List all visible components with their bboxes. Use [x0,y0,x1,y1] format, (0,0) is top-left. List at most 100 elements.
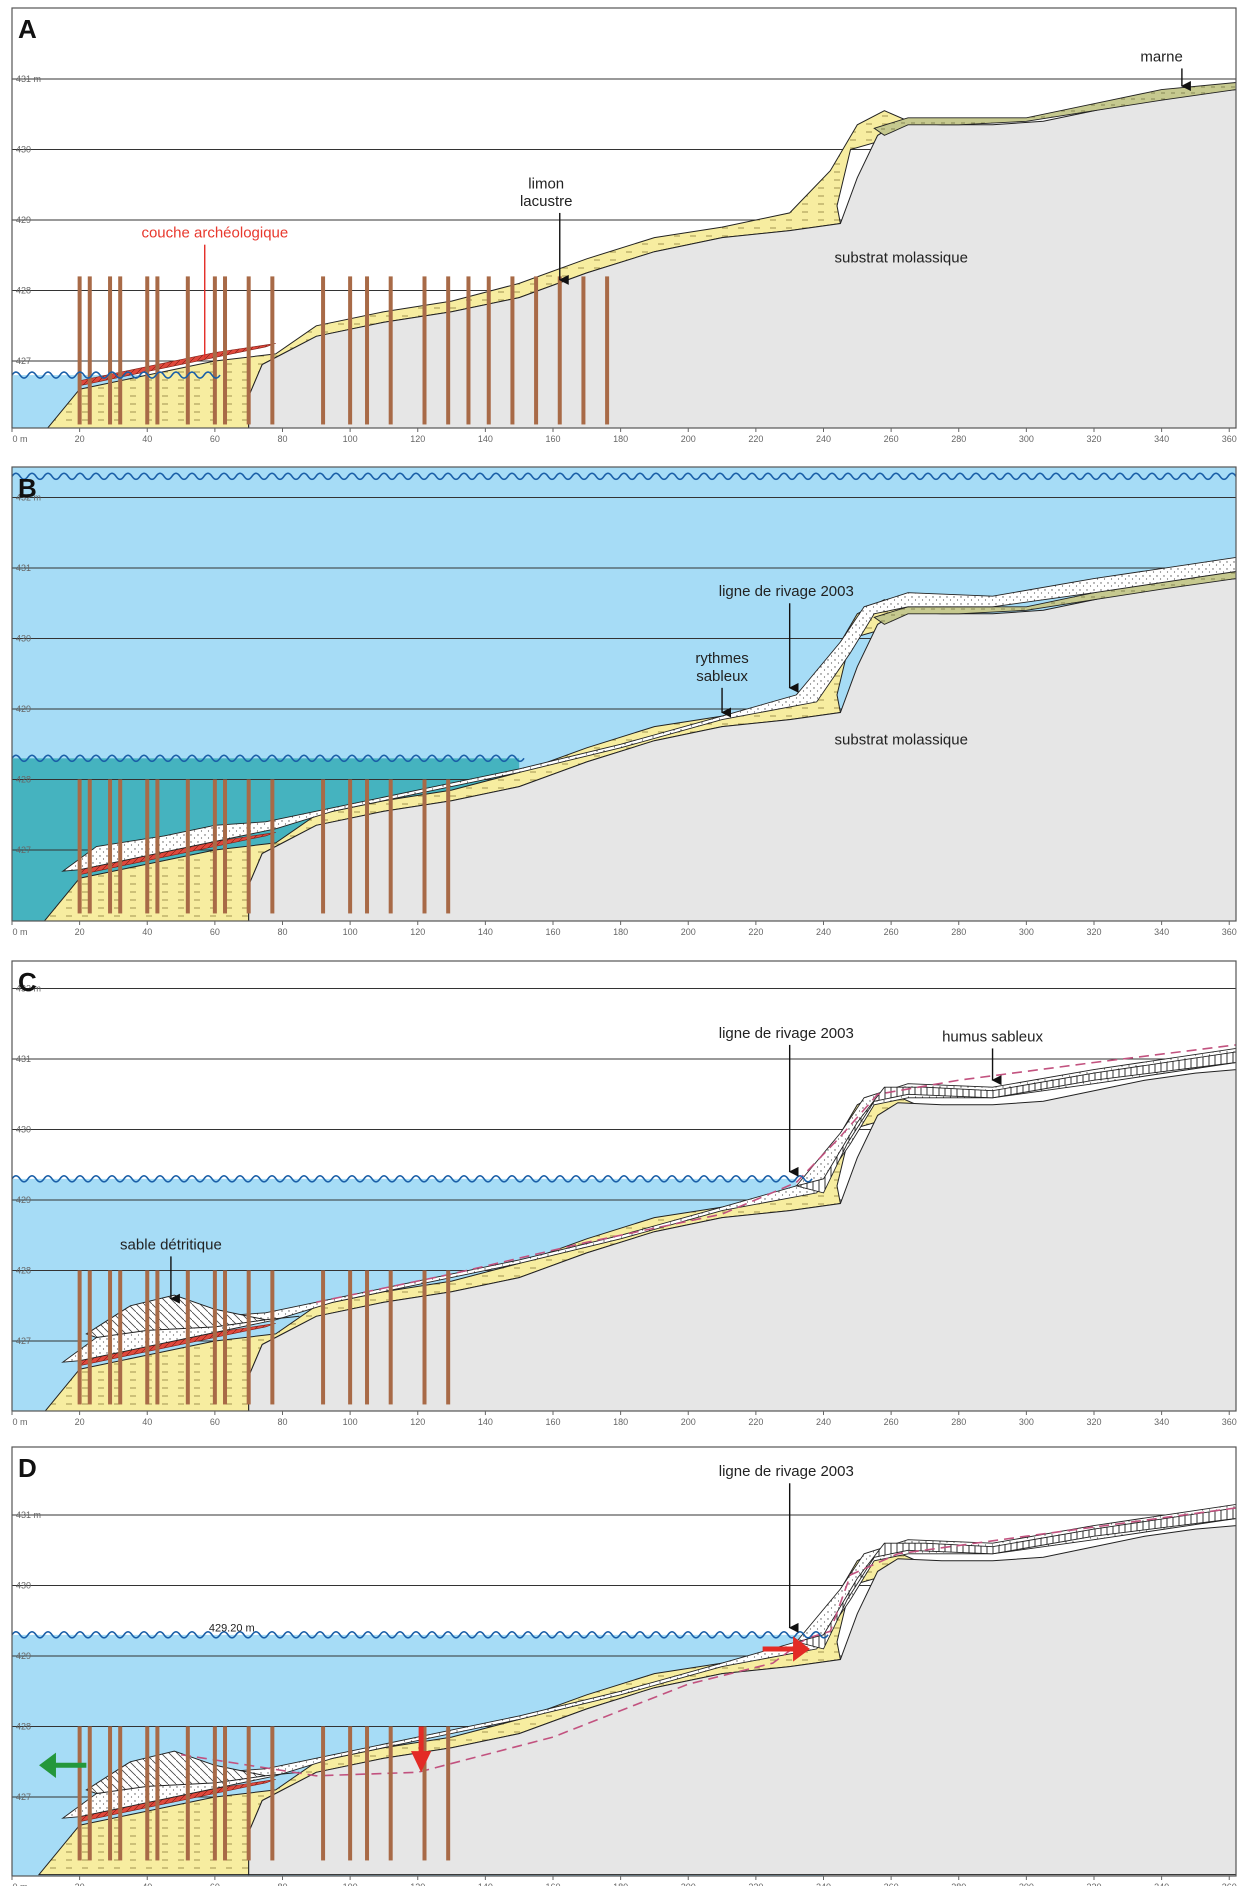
post [466,276,471,425]
post [510,276,515,425]
post [365,276,370,425]
sand-rhythm-layer [61,1047,1236,1363]
post [486,276,491,425]
y-tick-label: 430 [16,1581,31,1591]
label-sand-rhythms: rythmes [695,650,748,667]
post [145,276,150,425]
x-tick-label: 360 [1222,434,1237,444]
post [118,1270,123,1405]
post [87,1270,92,1405]
x-tick-label: 180 [613,1882,628,1886]
x-tick-label: 40 [142,434,152,444]
y-tick-label: 428 [16,1266,31,1276]
x-tick-label: 120 [410,1417,425,1427]
post [365,1270,370,1405]
x-tick-label: 0 m [12,434,27,444]
post [321,779,326,914]
x-tick-label: 60 [210,1882,220,1886]
x-tick-label: 260 [884,1417,899,1427]
green-arrow-left-head [39,1752,56,1778]
post [212,276,217,425]
post [270,1726,275,1861]
x-tick-label: 280 [951,927,966,937]
x-tick-label: 100 [343,434,358,444]
x-tick-label: 280 [951,1417,966,1427]
post [446,1726,451,1861]
y-tick-label: 428 [16,286,31,296]
x-tick-label: 80 [277,1417,287,1427]
panel-frame [11,960,1237,1412]
x-tick-label: 40 [142,1882,152,1886]
marl-layer [873,82,1236,136]
x-tick-label: 240 [816,927,831,937]
x-tick-label: 100 [343,1882,358,1886]
sand-rhythm-layer [61,556,1236,872]
post [185,779,190,914]
y-tick-label: 431 m [16,1510,41,1520]
post [446,779,451,914]
x-tick-label: 140 [478,434,493,444]
detrital-sand-mound [85,1750,300,1795]
post [321,276,326,425]
post [155,1270,160,1405]
post [87,779,92,914]
x-tick-label: 240 [816,434,831,444]
x-tick-label: 20 [75,1417,85,1427]
x-tick-label: 160 [545,1882,560,1886]
post [388,779,393,914]
y-tick-label: 430 [16,145,31,155]
x-tick-label: 280 [951,434,966,444]
post [108,1726,113,1861]
x-tick-label: 160 [545,927,560,937]
x-tick-label: 240 [816,1882,831,1886]
panel-frame [11,1446,1237,1877]
post [422,276,427,425]
y-tick-label: 432 m [16,493,41,503]
panel-letter: B [18,473,37,503]
x-tick-label: 340 [1154,1882,1169,1886]
x-tick-label: 340 [1154,434,1169,444]
post [223,1726,228,1861]
water-surface [12,371,221,379]
post [108,276,113,425]
water-surface [12,1175,813,1183]
x-tick-label: 220 [748,1882,763,1886]
x-tick-label: 320 [1086,434,1101,444]
post [108,779,113,914]
x-tick-label: 80 [277,927,287,937]
x-tick-label: 200 [681,434,696,444]
x-tick-label: 200 [681,1882,696,1886]
post [348,1726,353,1861]
panel-frame [11,466,1237,922]
x-tick-label: 180 [613,434,628,444]
x-tick-label: 100 [343,927,358,937]
x-tick-label: 220 [748,927,763,937]
label-lacustrine-silt: lacustre [520,193,573,210]
post [422,1270,427,1405]
post [212,1726,217,1861]
y-tick-label: 429 [16,1651,31,1661]
panel-letter: C [18,967,37,997]
post [223,276,228,425]
x-tick-label: 200 [681,1417,696,1427]
y-tick-label: 427 [16,356,31,366]
sandy-humus-layer [794,1051,1236,1194]
post [108,1270,113,1405]
sand-rhythm-layer [61,1503,1236,1819]
red-arrow-down-head [410,1751,432,1773]
y-tick-label: 429 [16,1195,31,1205]
label-shoreline-2003: ligne de rivage 2003 [719,1463,854,1480]
panels-root: 431 m 430 429 428 427 0 m 20 40 60 80 100 120 140 160… [11,7,1237,1886]
post [270,1270,275,1405]
x-tick-label: 200 [681,927,696,937]
x-tick-label: 260 [884,434,899,444]
label-marl: marne [1140,48,1183,65]
x-tick-label: 180 [613,927,628,937]
x-tick-label: 220 [748,434,763,444]
y-tick-label: 427 [16,845,31,855]
post [155,1726,160,1861]
post [77,779,82,914]
post [270,276,275,425]
